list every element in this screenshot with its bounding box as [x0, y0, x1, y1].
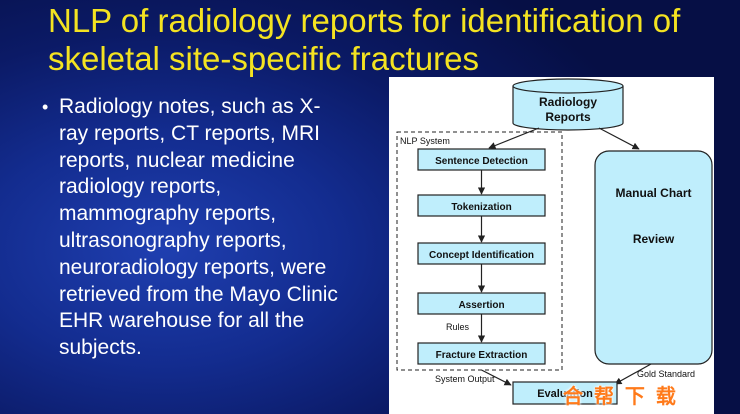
step-fracture-extraction: Fracture Extraction — [417, 342, 546, 365]
step-concept-identification: Concept Identification — [417, 242, 546, 265]
step-label: Tokenization — [451, 202, 511, 213]
evaluation-box: Evaluation — [512, 381, 618, 405]
gold-standard-label: Gold Standard — [637, 369, 695, 379]
database-to-review-arrow — [598, 127, 640, 150]
database-to-nlp-arrow — [488, 127, 540, 149]
evaluation-label: Evaluation — [537, 388, 593, 400]
slide-title: NLP of radiology reports for identificat… — [48, 2, 681, 77]
step-sentence-detection: Sentence Detection — [417, 148, 546, 171]
gold-to-evaluation-arrow — [614, 363, 652, 385]
manual-review-label-line1: Manual Chart — [615, 186, 691, 200]
database-label-line2: Reports — [545, 110, 591, 124]
diagram-svg: Radiology Reports NLP System Sentence De… — [396, 78, 713, 405]
radiology-reports-database: Radiology Reports — [512, 78, 624, 131]
step-label: Sentence Detection — [435, 156, 528, 167]
bullet-text: Radiology notes, such as X-ray reports, … — [59, 95, 338, 360]
step-label: Assertion — [458, 300, 504, 311]
manual-chart-review-box: Manual Chart Review — [594, 150, 713, 365]
nlp-system-label: NLP System — [400, 136, 450, 146]
bullet-marker: • — [42, 97, 49, 117]
rules-label: Rules — [446, 322, 470, 332]
nlp-flow-diagram: Radiology Reports NLP System Sentence De… — [389, 77, 714, 414]
manual-review-label-line2: Review — [633, 232, 675, 246]
output-to-evaluation-arrow — [481, 369, 512, 386]
step-assertion: Assertion — [417, 292, 546, 315]
system-output-label: System Output — [435, 374, 495, 384]
nlp-system-container — [396, 131, 563, 371]
database-label-line1: Radiology — [539, 95, 597, 109]
step-tokenization: Tokenization — [417, 194, 546, 217]
step-label: Fracture Extraction — [436, 350, 528, 361]
step-label: Concept Identification — [429, 250, 534, 261]
site-watermark: 合 帮 下 载 — [563, 384, 678, 408]
